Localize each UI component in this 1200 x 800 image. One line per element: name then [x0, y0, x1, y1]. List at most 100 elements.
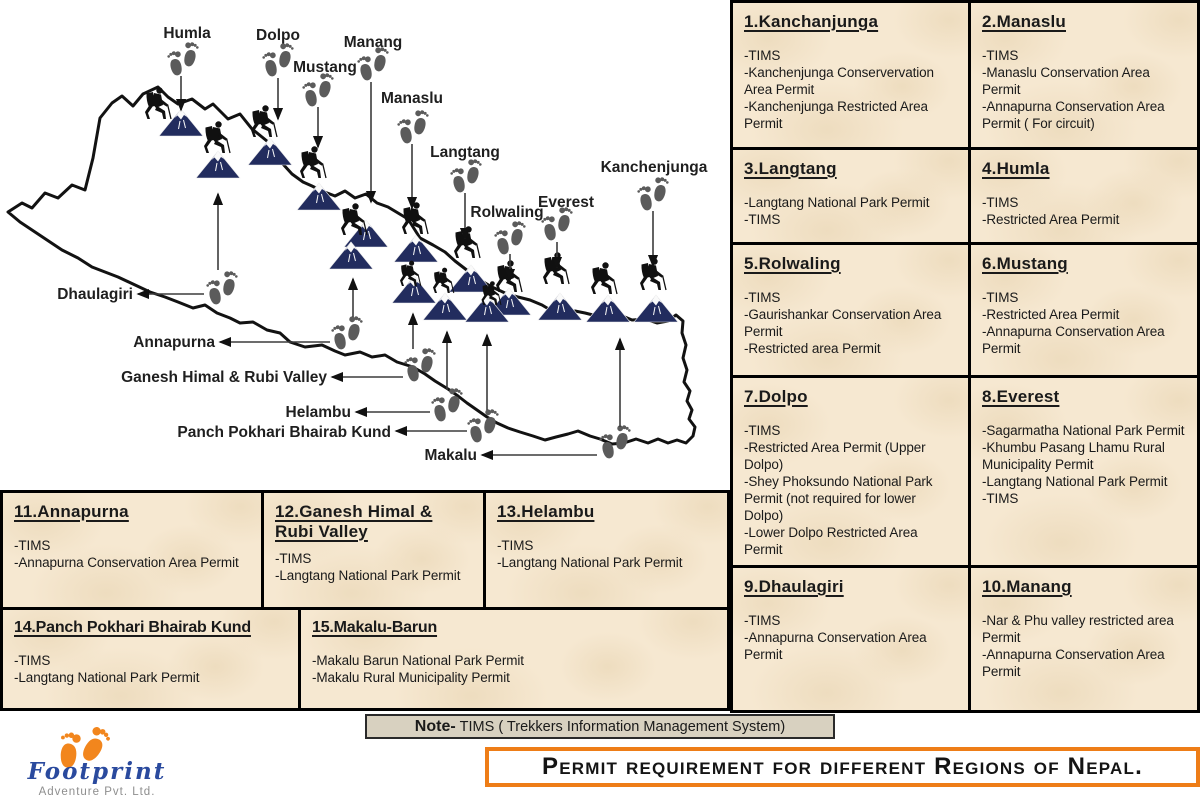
permit-item: -Nar & Phu valley restricted area Permit	[982, 613, 1174, 645]
permit-card-manaslu: 2.Manaslu -TIMS -Manaslu Conservation Are…	[971, 3, 1197, 147]
card-title: 5.Rolwaling	[744, 254, 841, 273]
card-title: 4.Humla	[982, 159, 1050, 178]
card-items: -Nar & Phu valley restricted area Permit…	[982, 612, 1187, 680]
permit-item: -Langtang National Park Permit	[275, 568, 461, 583]
map-label-ganesh-himal: Ganesh Himal & Rubi Valley	[121, 369, 327, 386]
card-items: -TIMS-Gaurishankar Conservation Area Per…	[744, 289, 958, 357]
logo-name: Footprint	[27, 758, 167, 785]
card-items: -TIMS-Kanchenjunga Conservervation Area …	[744, 47, 958, 132]
permit-item: -TIMS	[982, 491, 1019, 506]
permit-item: -TIMS	[982, 290, 1019, 305]
permit-item: -Makalu Rural Municipality Permit	[312, 670, 510, 685]
permit-cards-bottom-panel: 11.Annapurna -TIMS -Annapurna Conservatio…	[0, 490, 730, 711]
card-title: 10.Manang	[982, 577, 1072, 596]
nepal-trekking-map: Humla Dolpo Mustang Manang Manaslu Langt…	[6, 25, 708, 464]
card-items: -TIMS -Langtang National Park Permit	[14, 652, 288, 686]
permit-item: -TIMS	[14, 653, 51, 668]
poster-title-box: Permit requirement for different Regions…	[485, 747, 1200, 787]
card-title: 7.Dolpo	[744, 387, 808, 406]
logo-subtitle: Adventure Pvt. Ltd.	[38, 786, 156, 798]
map-label-helambu: Helambu	[286, 404, 351, 421]
permit-card-ganesh-himal: 12.Ganesh Himal & Rubi Valley -TIMS -Lang…	[264, 493, 483, 607]
permit-item: -Annapurna Conservation Area Permit	[14, 555, 239, 570]
permit-item: -TIMS	[744, 423, 781, 438]
note-text: TIMS ( Trekkers Information Management S…	[459, 718, 786, 735]
permit-item: -Restricted area Permit	[744, 341, 881, 356]
card-items: -TIMS -Restricted Area Permit (Upper Dolp…	[744, 422, 958, 558]
permit-card-kanchanjunga: 1.Kanchanjunga -TIMS-Kanchenjunga Conser…	[733, 3, 968, 147]
permit-item: -Langtang National Park Permit	[982, 474, 1168, 489]
map-label-manang: Manang	[344, 34, 403, 51]
permit-item: -TIMS	[744, 212, 781, 227]
permit-item: -TIMS	[275, 551, 312, 566]
card-title: 2.Manaslu	[982, 12, 1066, 31]
permit-card-dhaulagiri: 9.Dhaulagiri -TIMS-Annapurna Conservatio…	[733, 568, 968, 710]
permit-item: -Langtang National Park Permit	[14, 670, 200, 685]
region-arrows-up	[212, 192, 626, 427]
card-title: 13.Helambu	[497, 502, 595, 521]
card-items: -TIMS-Langtang National Park Permit	[497, 537, 717, 571]
permit-item: -TIMS	[982, 195, 1019, 210]
permit-card-annapurna: 11.Annapurna -TIMS -Annapurna Conservatio…	[3, 493, 261, 607]
permit-item: -TIMS	[744, 48, 781, 63]
permit-item: -Annapurna Conservation Area Permit ( Fo…	[982, 99, 1165, 131]
label-pointer-lines	[136, 288, 597, 461]
region-arrows-down	[175, 76, 659, 282]
permit-item: -Annapurna Conservation Area Permit	[982, 324, 1165, 356]
permit-item: -Gaurishankar Conservation Area Permit	[744, 307, 942, 339]
card-items: -Sagarmatha National Park Permit -Khumbu …	[982, 422, 1187, 507]
card-title: 1.Kanchanjunga	[744, 12, 879, 31]
permit-item: -Restricted Area Permit	[982, 307, 1120, 322]
card-title: 8.Everest	[982, 387, 1060, 406]
poster-title: Permit requirement for different Regions…	[542, 753, 1143, 780]
map-label-kanchenjunga: Kanchenjunga	[601, 159, 708, 176]
map-label-annapurna: Annapurna	[133, 334, 215, 351]
permit-card-dolpo: 7.Dolpo -TIMS -Restricted Area Permit (Up…	[733, 378, 968, 565]
permit-item: -Annapurna Conservation Area Permit	[982, 647, 1165, 679]
permit-item: -Restricted Area Permit (Upper Dolpo)	[744, 440, 926, 472]
map-label-mustang: Mustang	[293, 59, 357, 76]
map-label-langtang: Langtang	[430, 144, 500, 161]
permit-item: -Restricted Area Permit	[982, 212, 1120, 227]
map-label-rolwaling: Rolwaling	[470, 204, 543, 221]
permit-card-langtang: 3.Langtang -Langtang National Park Permi…	[733, 150, 968, 242]
card-items: -TIMS -Restricted Area Permit	[982, 194, 1187, 228]
permit-item: -Langtang National Park Permit	[744, 195, 930, 210]
footprint-adventure-logo: Footprint Adventure Pvt. Ltd.	[14, 716, 184, 800]
permit-item: -Makalu Barun National Park Permit	[312, 653, 524, 668]
permit-item: -Sagarmatha National Park Permit	[982, 423, 1185, 438]
permit-item: -TIMS	[744, 613, 781, 628]
permit-item: -Shey Phoksundo National Park Permit (no…	[744, 474, 933, 523]
permit-item: -Annapurna Conservation Area Permit	[744, 630, 927, 662]
permit-item: -Manaslu Conservation Area Permit	[982, 65, 1150, 97]
card-title: 3.Langtang	[744, 159, 837, 178]
permit-card-everest: 8.Everest -Sagarmatha National Park Perm…	[971, 378, 1197, 565]
permit-card-manang: 10.Manang -Nar & Phu valley restricted a…	[971, 568, 1197, 710]
permit-item: -TIMS	[14, 538, 51, 553]
map-label-dhaulagiri: Dhaulagiri	[57, 286, 133, 303]
permit-item: -TIMS	[982, 48, 1019, 63]
permit-card-helambu: 13.Helambu -TIMS-Langtang National Park …	[486, 493, 727, 607]
permit-card-rolwaling: 5.Rolwaling -TIMS-Gaurishankar Conservat…	[733, 245, 968, 375]
permit-item: -Lower Dolpo Restricted Area Permit	[744, 525, 918, 557]
note-bar: Note- TIMS ( Trekkers Information Manage…	[365, 714, 835, 739]
card-items: -Langtang National Park Permit -TIMS	[744, 194, 958, 228]
permit-item: -Khumbu Pasang Lhamu Rural Municipality …	[982, 440, 1165, 472]
card-items: -TIMS -Manaslu Conservation Area Permit-A…	[982, 47, 1187, 132]
permit-item: -TIMS	[497, 538, 534, 553]
card-title: 14.Panch Pokhari Bhairab Kund	[14, 619, 251, 636]
card-title: 11.Annapurna	[14, 502, 129, 521]
card-title: 15.Makalu-Barun	[312, 619, 438, 636]
permit-card-humla: 4.Humla -TIMS -Restricted Area Permit	[971, 150, 1197, 242]
permit-card-panch-pokhari: 14.Panch Pokhari Bhairab Kund -TIMS -Lang…	[3, 610, 298, 708]
map-label-everest: Everest	[538, 194, 594, 211]
map-label-manaslu: Manaslu	[381, 90, 443, 107]
card-title: 6.Mustang	[982, 254, 1068, 273]
card-items: -TIMS -Restricted Area Permit -Annapurna C…	[982, 289, 1187, 357]
card-items: -TIMS -Annapurna Conservation Area Permit	[744, 612, 958, 663]
map-label-dolpo: Dolpo	[256, 27, 300, 44]
card-title: 12.Ganesh Himal & Rubi Valley	[275, 502, 433, 541]
card-items: -Makalu Barun National Park Permit -Makal…	[312, 652, 717, 686]
card-items: -TIMS -Annapurna Conservation Area Permit	[14, 537, 251, 571]
